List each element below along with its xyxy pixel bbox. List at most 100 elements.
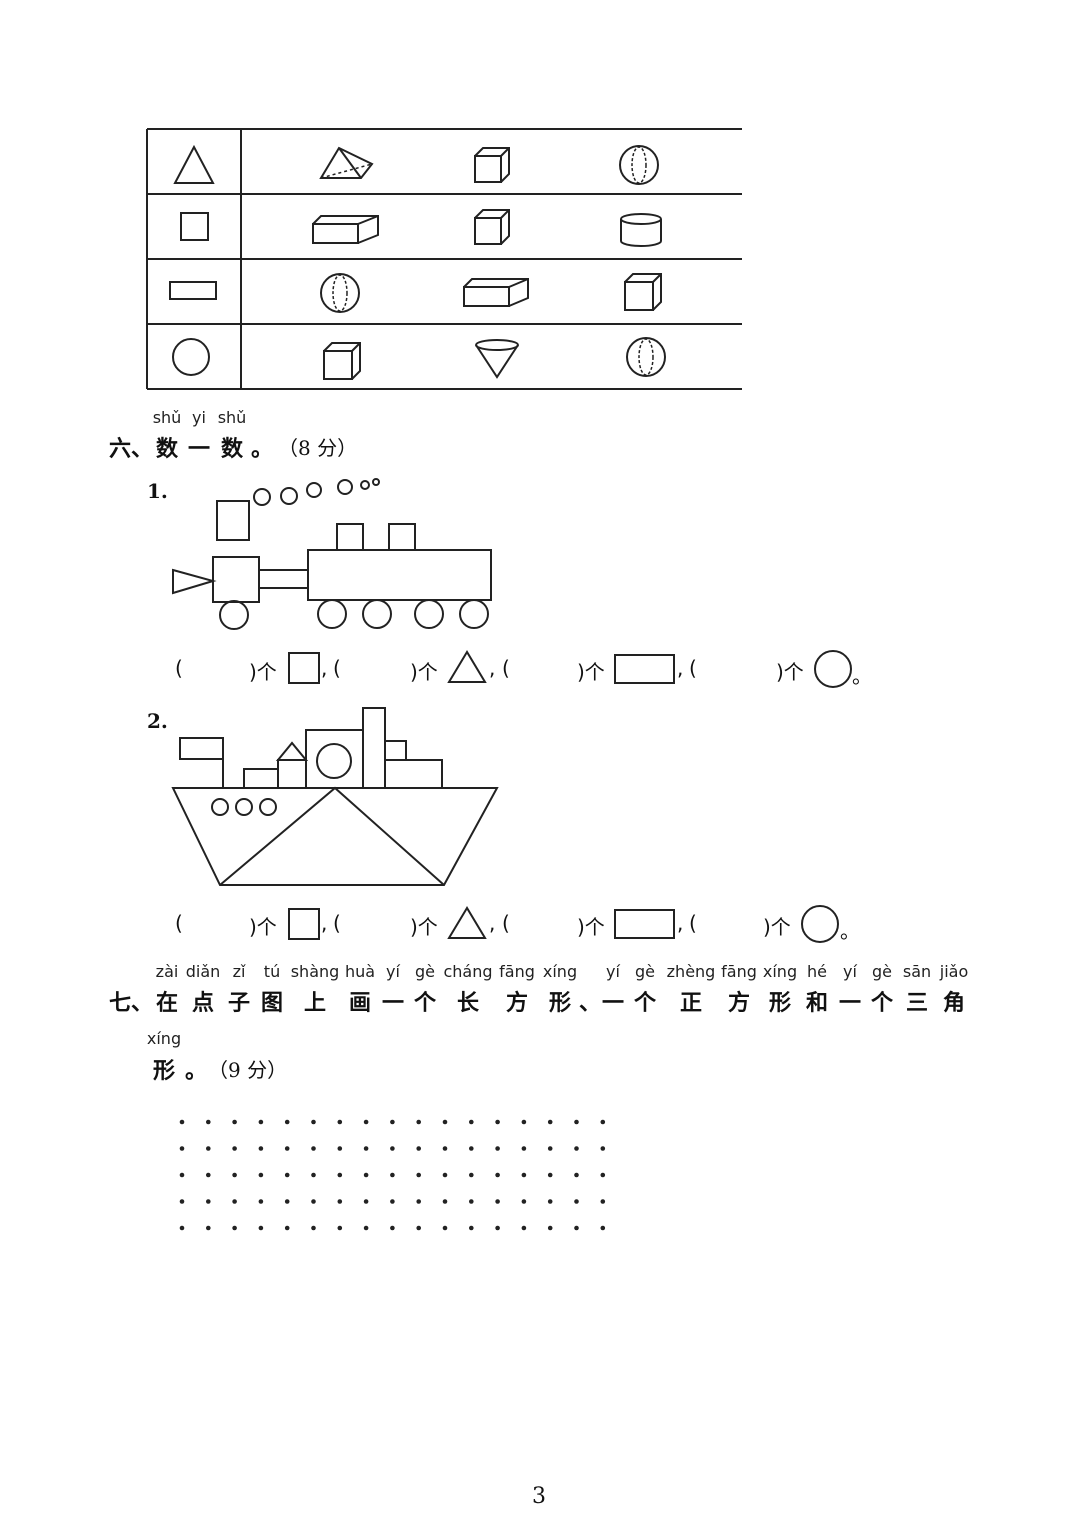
grid-dot[interactable] bbox=[442, 1172, 448, 1178]
grid-dot[interactable] bbox=[206, 1225, 211, 1231]
grid-dot[interactable] bbox=[337, 1225, 343, 1231]
comma: , bbox=[677, 656, 684, 680]
grid-dot[interactable] bbox=[179, 1172, 185, 1178]
grid-dot[interactable] bbox=[311, 1225, 316, 1231]
grid-dot[interactable] bbox=[363, 1119, 369, 1125]
grid-dot[interactable] bbox=[521, 1199, 527, 1204]
grid-dot[interactable] bbox=[469, 1119, 474, 1125]
grid-dot[interactable] bbox=[390, 1119, 395, 1125]
grid-dot[interactable] bbox=[311, 1119, 316, 1125]
grid-dot[interactable] bbox=[337, 1199, 343, 1204]
grid-dot[interactable] bbox=[284, 1199, 290, 1204]
grid-dot[interactable] bbox=[390, 1172, 395, 1178]
grid-dot[interactable] bbox=[416, 1225, 422, 1231]
grid-dot[interactable] bbox=[206, 1199, 211, 1204]
grid-dot[interactable] bbox=[416, 1146, 422, 1151]
grid-dot[interactable] bbox=[416, 1172, 422, 1178]
grid-dot[interactable] bbox=[390, 1146, 395, 1151]
grid-dot[interactable] bbox=[521, 1225, 527, 1231]
grid-dot[interactable] bbox=[600, 1119, 606, 1125]
grid-dot[interactable] bbox=[363, 1172, 369, 1178]
grid-dot[interactable] bbox=[442, 1225, 448, 1231]
grid-dot[interactable] bbox=[258, 1119, 264, 1125]
grid-dot[interactable] bbox=[179, 1119, 185, 1125]
title-char: 子 bbox=[227, 991, 251, 1016]
grid-dot[interactable] bbox=[469, 1199, 474, 1204]
match-table bbox=[146, 128, 742, 390]
grid-dot[interactable] bbox=[521, 1146, 527, 1151]
grid-dot[interactable] bbox=[495, 1119, 500, 1125]
grid-dot[interactable] bbox=[337, 1146, 343, 1151]
grid-dot[interactable] bbox=[547, 1119, 553, 1125]
grid-dot[interactable] bbox=[179, 1146, 185, 1151]
grid-dot[interactable] bbox=[232, 1172, 237, 1178]
grid-dot[interactable] bbox=[574, 1172, 579, 1178]
grid-dot[interactable] bbox=[232, 1225, 237, 1231]
grid-dot[interactable] bbox=[600, 1225, 606, 1231]
grid-dot[interactable] bbox=[416, 1119, 422, 1125]
dot-grid[interactable] bbox=[0, 0, 1080, 1240]
grid-dot[interactable] bbox=[547, 1225, 553, 1231]
grid-dot[interactable] bbox=[416, 1199, 422, 1204]
grid-dot[interactable] bbox=[363, 1146, 369, 1151]
grid-dot[interactable] bbox=[495, 1199, 500, 1204]
grid-dot[interactable] bbox=[547, 1199, 553, 1204]
grid-dot[interactable] bbox=[179, 1225, 185, 1231]
grid-dot[interactable] bbox=[574, 1225, 579, 1231]
grid-dot[interactable] bbox=[442, 1146, 448, 1151]
pinyin-syllable: zhèng bbox=[666, 962, 716, 981]
grid-dot[interactable] bbox=[390, 1225, 395, 1231]
grid-dot[interactable] bbox=[495, 1225, 500, 1231]
grid-dot[interactable] bbox=[206, 1119, 211, 1125]
triangular-pyramid-icon bbox=[319, 146, 374, 179]
cube-icon bbox=[474, 209, 510, 245]
grid-dot[interactable] bbox=[600, 1172, 606, 1178]
grid-dot[interactable] bbox=[390, 1199, 395, 1204]
grid-dot[interactable] bbox=[600, 1146, 606, 1151]
grid-dot[interactable] bbox=[442, 1199, 448, 1204]
grid-dot[interactable] bbox=[495, 1172, 500, 1178]
grid-dot[interactable] bbox=[311, 1199, 316, 1204]
grid-dot[interactable] bbox=[232, 1146, 237, 1151]
grid-dot[interactable] bbox=[284, 1172, 290, 1178]
grid-dot[interactable] bbox=[600, 1199, 606, 1204]
grid-dot[interactable] bbox=[232, 1119, 237, 1125]
grid-dot[interactable] bbox=[258, 1199, 264, 1204]
grid-dot[interactable] bbox=[284, 1225, 290, 1231]
grid-dot[interactable] bbox=[521, 1172, 527, 1178]
grid-dot[interactable] bbox=[311, 1172, 316, 1178]
grid-dot[interactable] bbox=[495, 1146, 500, 1151]
grid-dot[interactable] bbox=[574, 1119, 579, 1125]
grid-dot[interactable] bbox=[442, 1119, 448, 1125]
grid-dot[interactable] bbox=[574, 1146, 579, 1151]
grid-dot[interactable] bbox=[206, 1146, 211, 1151]
title-char: 一 bbox=[381, 991, 405, 1016]
count-shapes-1 bbox=[288, 650, 852, 688]
grid-dot[interactable] bbox=[258, 1146, 264, 1151]
grid-dot[interactable] bbox=[284, 1119, 290, 1125]
title-char: 图 bbox=[260, 991, 284, 1016]
grid-dot[interactable] bbox=[521, 1119, 527, 1125]
grid-dot[interactable] bbox=[363, 1225, 369, 1231]
grid-dot[interactable] bbox=[469, 1225, 474, 1231]
grid-dot[interactable] bbox=[469, 1172, 474, 1178]
grid-dot[interactable] bbox=[547, 1146, 553, 1151]
grid-dot[interactable] bbox=[311, 1146, 316, 1151]
grid-dot[interactable] bbox=[258, 1172, 264, 1178]
grid-dot[interactable] bbox=[469, 1146, 474, 1151]
grid-dot[interactable] bbox=[284, 1146, 290, 1151]
rectangle-icon bbox=[169, 281, 217, 300]
sphere-icon bbox=[626, 337, 666, 377]
grid-dot[interactable] bbox=[574, 1199, 579, 1204]
grid-dot[interactable] bbox=[337, 1119, 343, 1125]
grid-dot[interactable] bbox=[232, 1199, 237, 1204]
grid-dot[interactable] bbox=[337, 1172, 343, 1178]
grid-dot[interactable] bbox=[206, 1172, 211, 1178]
pinyin-syllable: huà bbox=[344, 962, 376, 981]
grid-dot[interactable] bbox=[547, 1172, 553, 1178]
title-char: 方 bbox=[505, 991, 529, 1016]
grid-dot[interactable] bbox=[258, 1225, 264, 1231]
grid-dot[interactable] bbox=[363, 1199, 369, 1204]
answer-unit: )个 bbox=[763, 915, 791, 939]
grid-dot[interactable] bbox=[179, 1199, 185, 1204]
